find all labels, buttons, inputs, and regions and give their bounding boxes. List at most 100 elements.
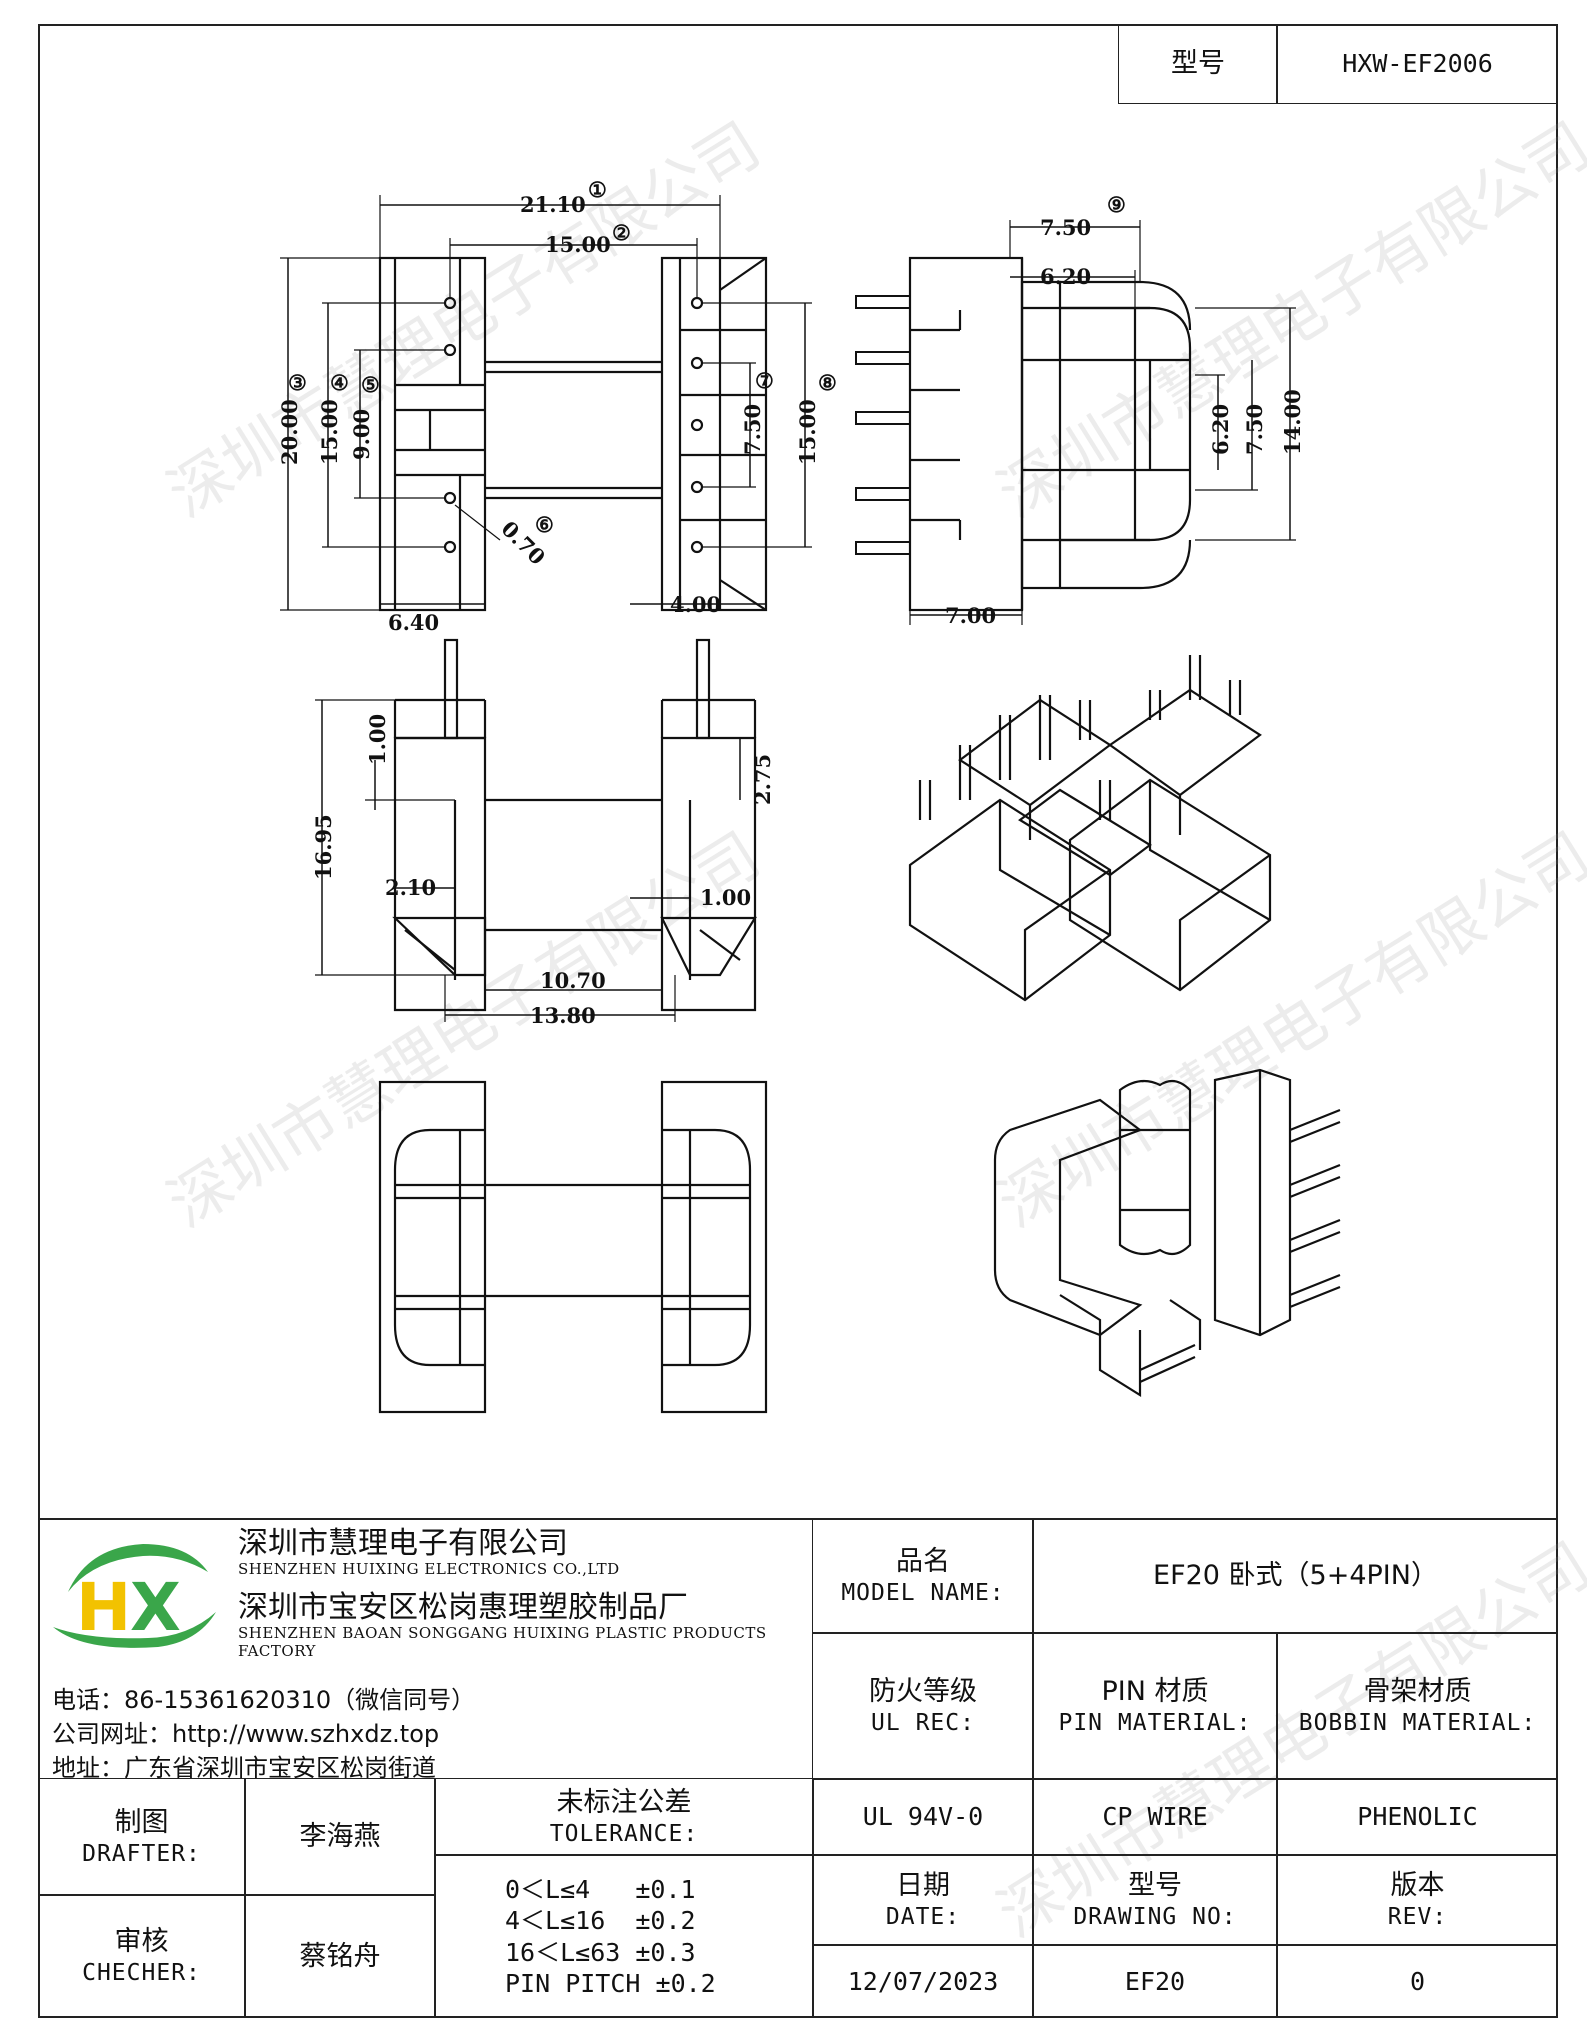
rev-label-cell: 版本 REV:: [1276, 1854, 1558, 1946]
dim-side-height-3: 14.00: [1280, 389, 1305, 455]
bobbin-material-cn: 骨架材质: [1363, 1675, 1472, 1707]
drawing-no-label-cell: 型号 DRAWING NO:: [1032, 1854, 1278, 1946]
dim-front-outer: 13.80: [530, 1003, 596, 1028]
model-name-value-cell: EF20 卧式（5+4PIN）: [1032, 1518, 1558, 1634]
dim-height-total: 20.00: [277, 399, 302, 465]
mark-7: ⑦: [755, 368, 774, 393]
company-block: H X 深圳市慧理电子有限公司 SHENZHEN HUIXING ELECTRO…: [38, 1518, 814, 1782]
model-name-en: MODEL NAME:: [841, 1579, 1005, 1606]
pin-material-value-cell: CP WIRE: [1032, 1778, 1278, 1856]
model-name-cn: 品名: [896, 1545, 950, 1577]
model-label-cell: 型号: [1118, 24, 1278, 104]
date-value-cell: 12/07/2023: [812, 1944, 1034, 2018]
drafter-cn: 制图: [114, 1806, 169, 1838]
model-value: HXW-EF2006: [1342, 48, 1493, 78]
dim-height-15: 15.00: [317, 399, 342, 465]
tolerance-cn: 未标注公差: [556, 1786, 692, 1818]
dim-side-width-2: 6.20: [1040, 264, 1091, 289]
dim-front-gap: 1.00: [700, 885, 751, 910]
bobbin-material-value-cell: PHENOLIC: [1276, 1778, 1558, 1856]
tolerance-values-cell: 0＜L≤4 ±0.1 4＜L≤16 ±0.2 16＜L≤63 ±0.3 PIN …: [434, 1854, 814, 2018]
mark-2: ②: [612, 220, 631, 245]
logo-x: X: [130, 1569, 181, 1646]
ul-cn: 防火等级: [869, 1675, 977, 1707]
factory-name-en: SHENZHEN BAOAN SONGGANG HUIXING PLASTIC …: [238, 1624, 767, 1660]
bobbin-material-en: BOBBIN MATERIAL:: [1298, 1709, 1537, 1736]
mark-1: ①: [588, 177, 607, 202]
company-name-en: SHENZHEN HUIXING ELECTRONICS CO.,LTD: [238, 1560, 620, 1578]
tolerance-en: TOLERANCE:: [549, 1820, 699, 1847]
drawing-no-value-cell: EF20: [1032, 1944, 1278, 2018]
contact-address: 地址：广东省深圳市宝安区松岗街道: [52, 1754, 436, 1782]
checker-value: 蔡铭舟: [299, 1940, 381, 1972]
bobbin-material-label-cell: 骨架材质 BOBBIN MATERIAL:: [1276, 1632, 1558, 1780]
rev-value: 0: [1409, 1966, 1426, 1996]
date-label-cell: 日期 DATE:: [812, 1854, 1034, 1946]
pin-material-en: PIN MATERIAL:: [1058, 1709, 1252, 1736]
dim-top-width: 21.10: [520, 192, 586, 217]
drafter-value: 李海燕: [299, 1821, 381, 1853]
model-value-cell: HXW-EF2006: [1276, 24, 1558, 104]
checker-cn: 审核: [114, 1926, 169, 1958]
rev-en: REV:: [1387, 1903, 1448, 1930]
model-label: 型号: [1171, 47, 1225, 79]
date-en: DATE:: [885, 1903, 961, 1930]
dim-right-pitch: 7.50: [740, 404, 765, 455]
tolerance-line-3: 16＜L≤63 ±0.3: [505, 1937, 696, 1967]
date-cn: 日期: [896, 1869, 950, 1901]
bobbin-material-value: PHENOLIC: [1357, 1802, 1478, 1832]
drafter-value-cell: 李海燕: [244, 1778, 436, 1896]
side-view: [855, 220, 1296, 625]
dim-right-height: 15.00: [795, 399, 820, 465]
company-name-cn: 深圳市慧理电子有限公司: [238, 1526, 568, 1561]
mark-8: ⑧: [818, 370, 837, 395]
drawing-sheet: [38, 24, 1558, 2018]
ul-value: UL 94V-0: [862, 1802, 984, 1832]
end-view: [315, 638, 757, 1022]
drawing-no-en: DRAWING NO:: [1073, 1903, 1237, 1930]
drafter-en: DRAFTER:: [82, 1840, 201, 1867]
dim-front-top: 2.75: [750, 754, 775, 805]
isometric-view-bottom: [993, 1068, 1341, 1397]
mark-5: ⑤: [361, 372, 380, 397]
logo-h: H: [76, 1569, 131, 1646]
drawing-no-cn: 型号: [1128, 1869, 1182, 1901]
top-view: [378, 1080, 768, 1414]
pin-material-label-cell: PIN 材质 PIN MATERIAL:: [1032, 1632, 1278, 1780]
ul-label-cell: 防火等级 UL REC:: [812, 1632, 1034, 1780]
checker-en: CHECHER:: [82, 1960, 201, 1986]
date-value: 12/07/2023: [847, 1966, 999, 1996]
tolerance-line-1: 0＜L≤4 ±0.1: [505, 1875, 696, 1904]
drafter-label-cell: 制图 DRAFTER:: [38, 1778, 246, 1896]
front-view: [280, 195, 812, 612]
factory-name-cn: 深圳市宝安区松岗惠理塑胶制品厂: [238, 1590, 688, 1625]
ul-value-cell: UL 94V-0: [812, 1778, 1034, 1856]
dim-side-base: 7.00: [945, 603, 996, 628]
dim-front-step: 1.00: [365, 714, 390, 765]
checker-value-cell: 蔡铭舟: [244, 1894, 436, 2018]
mark-4: ④: [330, 370, 349, 395]
dim-height-9: 9.00: [349, 409, 374, 460]
mark-3: ③: [288, 370, 307, 395]
model-name-label-cell: 品名 MODEL NAME:: [812, 1518, 1034, 1634]
dim-side-height-2: 7.50: [1242, 404, 1267, 455]
company-logo: H X: [53, 1544, 216, 1648]
dim-right-depth: 4.00: [670, 592, 721, 617]
pin-material-cn: PIN 材质: [1101, 1675, 1209, 1707]
dim-side-width-1: 7.50: [1040, 215, 1091, 240]
dim-front-height: 16.95: [311, 814, 336, 880]
dim-inner-width: 15.00: [545, 232, 611, 257]
contact-website[interactable]: 公司网址：http://www.szhxdz.top: [52, 1720, 440, 1748]
tolerance-line-2: 4＜L≤16 ±0.2: [505, 1906, 696, 1936]
contact-phone: 电话：86-15361620310（微信同号）: [52, 1686, 476, 1714]
ul-en: UL REC:: [871, 1709, 975, 1736]
drawing-no-value: EF20: [1124, 1966, 1186, 1996]
model-name-value: EF20 卧式（5+4PIN）: [1153, 1560, 1438, 1592]
mark-9: ⑨: [1107, 192, 1126, 217]
dim-front-flange: 2.10: [385, 875, 436, 900]
pin-material-value: CP WIRE: [1102, 1802, 1208, 1832]
tolerance-line-4: PIN PITCH ±0.2: [505, 1968, 716, 1998]
dim-side-height-1: 6.20: [1208, 404, 1233, 455]
isometric-view-top: [908, 655, 1272, 1002]
tolerance-label-cell: 未标注公差 TOLERANCE:: [434, 1778, 814, 1856]
